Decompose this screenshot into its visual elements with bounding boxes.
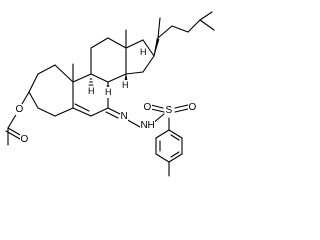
side-chain-bonds <box>153 11 215 57</box>
ester-oxygen-label: O <box>15 104 24 115</box>
c5-c6-double-bond <box>74 103 90 112</box>
s-o-right-bond <box>174 104 189 109</box>
amine-hydrogen-label: H <box>147 120 156 131</box>
n-n-bond <box>125 118 141 128</box>
acetate-bonds <box>5 91 30 146</box>
tolyl-ring-bonds <box>155 117 183 177</box>
sulfonyl-oxygen-left-label: O <box>143 102 152 113</box>
amine-nitrogen-label: N <box>140 120 149 131</box>
c17-hydrogen-label: H <box>140 47 147 58</box>
structure-canvas: O O N N H S O O H H H H <box>5 11 215 177</box>
c17-wedge <box>153 38 160 57</box>
c8-hydrogen-label: H <box>105 87 112 98</box>
imine-nitrogen-label: N <box>120 111 129 122</box>
s-o-left-bond <box>150 104 164 109</box>
c9-hydrogen-label: H <box>88 86 95 97</box>
s-o-right-double <box>174 108 189 113</box>
molecule-structure <box>5 11 215 177</box>
ring-c-bonds <box>90 37 127 83</box>
ring-a-bonds <box>28 64 74 117</box>
ring-b-bonds <box>72 73 109 117</box>
sulfur-label: S <box>165 105 173 116</box>
c9-hash-bond <box>88 78 94 86</box>
sulfonyl-oxygen-right-label: O <box>188 102 197 113</box>
c14-hydrogen-label: H <box>122 80 129 91</box>
s-o-left-double <box>150 108 165 113</box>
c7-n-bond <box>107 107 121 115</box>
c7-n-double-bond <box>105 111 119 119</box>
carbonyl-oxygen-label: O <box>20 134 29 145</box>
ring-d-bonds <box>125 39 155 75</box>
